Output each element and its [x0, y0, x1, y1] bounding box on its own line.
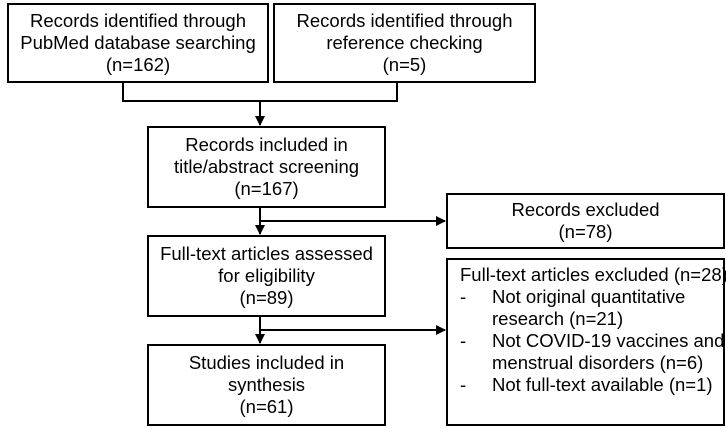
node-text-line: for eligibility	[218, 265, 315, 286]
node-title: Full-text articles excluded (n=28)	[460, 264, 726, 285]
node-text-line: Studies included in	[188, 352, 345, 373]
reason-text-line: research (n=21)	[492, 308, 624, 329]
node-count: (n=167)	[234, 178, 299, 199]
node-text-line: synthesis	[227, 374, 306, 395]
exclusion-reasons-list: - Not original quantitative research (n=…	[456, 286, 725, 396]
node-text-line: Records identified through	[30, 10, 246, 31]
node-count: (n=61)	[239, 396, 294, 417]
node-count: (n=5)	[382, 54, 427, 75]
node-count: (n=162)	[105, 54, 171, 75]
node-fulltext-assessed: Full-text articles assessed for eligibil…	[147, 235, 386, 317]
reason-text-line: Not full-text available (n=1)	[492, 374, 713, 395]
node-count: (n=78)	[558, 221, 613, 242]
node-text-line: Records included in	[185, 134, 348, 155]
exclusion-reason: - Not COVID-19 vaccines and menstrual di…	[456, 330, 725, 374]
node-text-line: title/abstract screening	[173, 156, 360, 177]
node-text-line: reference checking	[326, 32, 483, 53]
node-text-line: PubMed database searching	[20, 32, 256, 53]
node-text-line: Records excluded	[511, 199, 660, 220]
node-studies-included: Studies included in synthesis (n=61)	[147, 344, 386, 426]
exclusion-reason: - Not full-text available (n=1)	[456, 374, 723, 396]
node-text-line: Full-text articles assessed	[160, 243, 373, 264]
node-count: (n=89)	[239, 287, 294, 308]
node-text-line: Records identified through	[296, 10, 513, 31]
reason-text-line: menstrual disorders (n=6)	[492, 352, 704, 373]
list-bullet: -	[460, 330, 467, 351]
node-screening: Records included in title/abstract scree…	[147, 126, 386, 208]
reason-text-line: Not original quantitative	[492, 286, 686, 307]
node-fulltext-excluded: Full-text articles excluded (n=28) - Not…	[446, 258, 726, 426]
exclusion-reason: - Not original quantitative research (n=…	[456, 286, 723, 330]
reason-text-line: Not COVID-19 vaccines and	[492, 330, 725, 351]
node-records-excluded: Records excluded (n=78)	[446, 193, 725, 249]
list-bullet: -	[460, 286, 467, 307]
node-reference-records: Records identified through reference che…	[273, 3, 536, 83]
list-bullet: -	[460, 374, 467, 395]
node-pubmed-records: Records identified through PubMed databa…	[7, 3, 269, 83]
